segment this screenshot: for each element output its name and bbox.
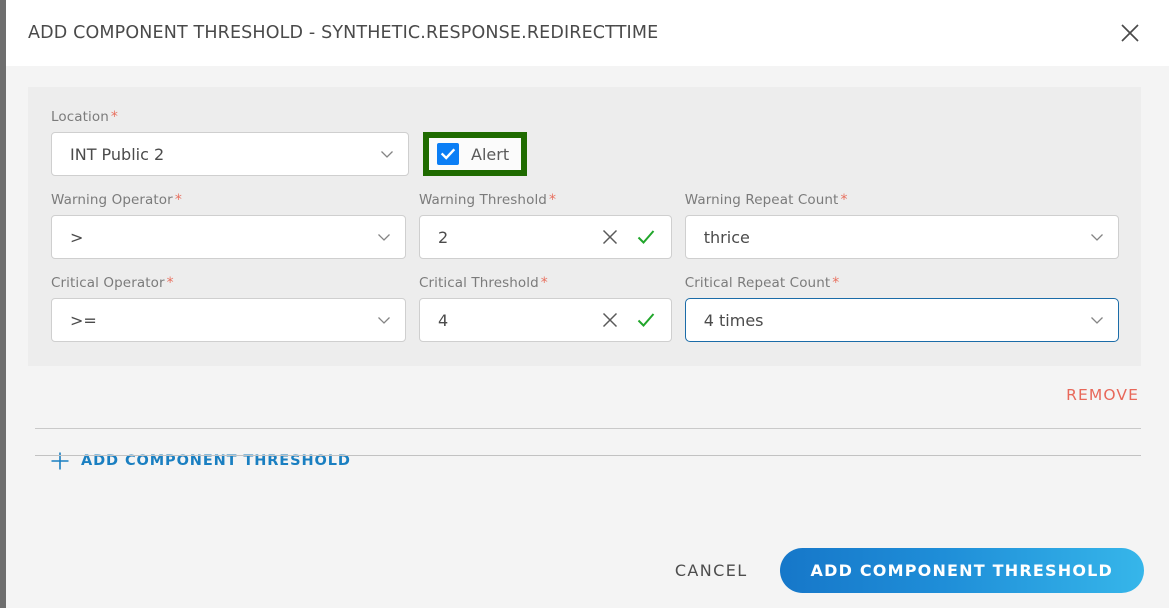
critical-repeat-count-select[interactable]: 4 times bbox=[684, 298, 1119, 342]
location-select[interactable]: INT Public 2 bbox=[51, 132, 409, 176]
critical-operator-field: Critical Operator* >= bbox=[51, 275, 406, 342]
warning-operator-label: Warning Operator* bbox=[51, 192, 406, 208]
chevron-down-icon bbox=[1091, 317, 1103, 324]
dialog-footer: CANCEL ADD COMPONENT THRESHOLD bbox=[0, 532, 1169, 608]
remove-threshold-link[interactable]: REMOVE bbox=[1066, 386, 1139, 404]
chevron-down-icon bbox=[377, 234, 390, 241]
critical-operator-value: >= bbox=[70, 310, 97, 330]
warning-repeat-count-value: thrice bbox=[703, 227, 750, 247]
add-component-threshold-button[interactable]: ADD COMPONENT THRESHOLD bbox=[779, 547, 1144, 593]
critical-threshold-label: Critical Threshold* bbox=[419, 275, 672, 291]
warning-operator-label-text: Warning Operator bbox=[51, 192, 173, 208]
required-marker: * bbox=[840, 192, 848, 208]
chevron-down-icon bbox=[381, 151, 393, 158]
clear-icon[interactable] bbox=[599, 309, 621, 331]
required-marker: * bbox=[548, 192, 557, 208]
dialog-title: ADD COMPONENT THRESHOLD - SYNTHETIC.RESP… bbox=[28, 23, 659, 43]
critical-row: Critical Operator* >= Critical Threshold… bbox=[51, 275, 1119, 342]
warning-threshold-field: Warning Threshold* 2 bbox=[418, 192, 672, 259]
chevron-down-icon bbox=[377, 317, 390, 324]
critical-operator-label: Critical Operator* bbox=[51, 275, 406, 291]
warning-repeat-count-label-text: Warning Repeat Count bbox=[684, 192, 839, 208]
required-marker: * bbox=[110, 109, 119, 125]
warning-operator-field: Warning Operator* > bbox=[51, 192, 406, 259]
required-marker: * bbox=[540, 275, 548, 291]
section-divider bbox=[35, 428, 1141, 429]
clear-icon[interactable] bbox=[599, 226, 621, 248]
warning-repeat-count-select[interactable]: thrice bbox=[684, 215, 1119, 259]
threshold-panel: Location* INT Public 2 bbox=[28, 87, 1141, 366]
required-marker: * bbox=[174, 192, 182, 208]
critical-repeat-count-value: 4 times bbox=[703, 310, 764, 330]
add-threshold-row: ADD COMPONENT THRESHOLD bbox=[0, 429, 1169, 471]
valid-checkmark-icon bbox=[637, 313, 655, 327]
chevron-down-icon bbox=[1091, 234, 1103, 241]
location-value: INT Public 2 bbox=[70, 144, 165, 164]
warning-operator-value: > bbox=[70, 227, 84, 247]
location-label-text: Location bbox=[51, 109, 109, 125]
critical-threshold-input-wrap[interactable]: 4 bbox=[418, 298, 672, 342]
warning-operator-select[interactable]: > bbox=[51, 215, 406, 259]
dialog-body: Location* INT Public 2 bbox=[0, 66, 1169, 532]
footer-divider bbox=[35, 455, 1141, 456]
critical-operator-select[interactable]: >= bbox=[51, 298, 406, 342]
valid-checkmark-icon bbox=[637, 230, 655, 244]
location-label: Location* bbox=[51, 109, 409, 125]
warning-row: Warning Operator* > Warning Threshold* bbox=[51, 192, 1119, 259]
critical-repeat-count-label: Critical Repeat Count* bbox=[685, 275, 1119, 291]
warning-repeat-count-field: Warning Repeat Count* thrice bbox=[684, 192, 1119, 259]
check-icon bbox=[440, 148, 456, 160]
critical-threshold-value: 4 bbox=[437, 310, 449, 330]
critical-repeat-count-field: Critical Repeat Count* 4 times bbox=[684, 275, 1119, 342]
location-field: Location* INT Public 2 bbox=[51, 109, 409, 176]
required-marker: * bbox=[166, 275, 174, 291]
dialog-header: ADD COMPONENT THRESHOLD - SYNTHETIC.RESP… bbox=[0, 0, 1169, 66]
warning-threshold-label-text: Warning Threshold bbox=[418, 192, 547, 208]
alert-highlight-box: Alert bbox=[423, 132, 528, 176]
critical-operator-label-text: Critical Operator bbox=[51, 275, 165, 291]
close-icon[interactable] bbox=[1113, 16, 1147, 50]
required-marker: * bbox=[832, 275, 840, 291]
location-row: Location* INT Public 2 bbox=[51, 109, 1119, 176]
warning-repeat-count-label: Warning Repeat Count* bbox=[685, 192, 1119, 208]
alert-label: Alert bbox=[471, 144, 510, 164]
plus-icon bbox=[51, 452, 69, 470]
cancel-button[interactable]: CANCEL bbox=[674, 560, 748, 580]
remove-row: REMOVE bbox=[0, 382, 1169, 408]
add-component-threshold-link[interactable]: ADD COMPONENT THRESHOLD bbox=[81, 453, 351, 469]
warning-threshold-label: Warning Threshold* bbox=[419, 192, 672, 208]
dialog-left-edge bbox=[0, 0, 6, 608]
warning-threshold-value: 2 bbox=[437, 227, 449, 247]
warning-threshold-input-wrap[interactable]: 2 bbox=[418, 215, 672, 259]
critical-repeat-count-label-text: Critical Repeat Count bbox=[684, 275, 831, 291]
close-icon-glyph bbox=[1121, 24, 1139, 42]
critical-threshold-field: Critical Threshold* 4 bbox=[418, 275, 672, 342]
critical-threshold-label-text: Critical Threshold bbox=[418, 275, 539, 291]
alert-checkbox[interactable] bbox=[437, 143, 459, 165]
